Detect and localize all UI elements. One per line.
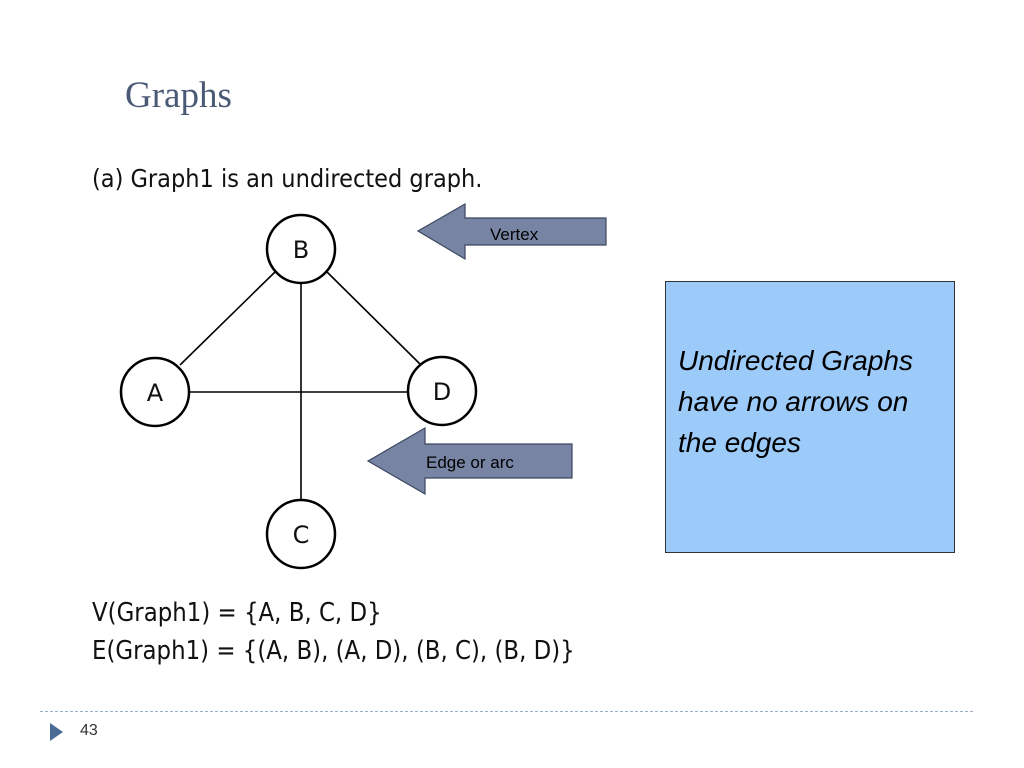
vertex-set: V(Graph1) = {A, B, C, D} — [92, 598, 382, 628]
node-c: C — [265, 498, 337, 570]
node-c-label: C — [293, 521, 310, 549]
vertex-callout-arrow: Vertex — [416, 202, 607, 261]
node-d-label: D — [433, 378, 451, 406]
node-a-label: A — [147, 379, 164, 407]
graph-edges — [179, 269, 423, 500]
node-a: A — [119, 356, 191, 428]
edge-callout-label: Edge or arc — [426, 453, 514, 472]
edge-b-d — [324, 269, 423, 367]
footer-divider — [40, 711, 973, 712]
edge-set: E(Graph1) = {(A, B), (A, D), (B, C), (B,… — [92, 636, 575, 666]
page-number: 43 — [80, 722, 98, 739]
note-box: Undirected Graphs have no arrows on the … — [665, 281, 955, 553]
note-text: Undirected Graphs have no arrows on the … — [678, 345, 914, 458]
node-b-label: B — [293, 236, 309, 264]
edge-a-b — [179, 270, 277, 366]
node-b: B — [265, 213, 337, 285]
slide-title: Graphs — [125, 75, 232, 116]
vertex-callout-label: Vertex — [490, 225, 539, 244]
footer-triangle-icon — [50, 723, 63, 741]
graph-caption: (a) Graph1 is an undirected graph. — [92, 164, 483, 193]
node-d: D — [406, 355, 478, 427]
edge-callout-arrow: Edge or arc — [366, 426, 573, 496]
